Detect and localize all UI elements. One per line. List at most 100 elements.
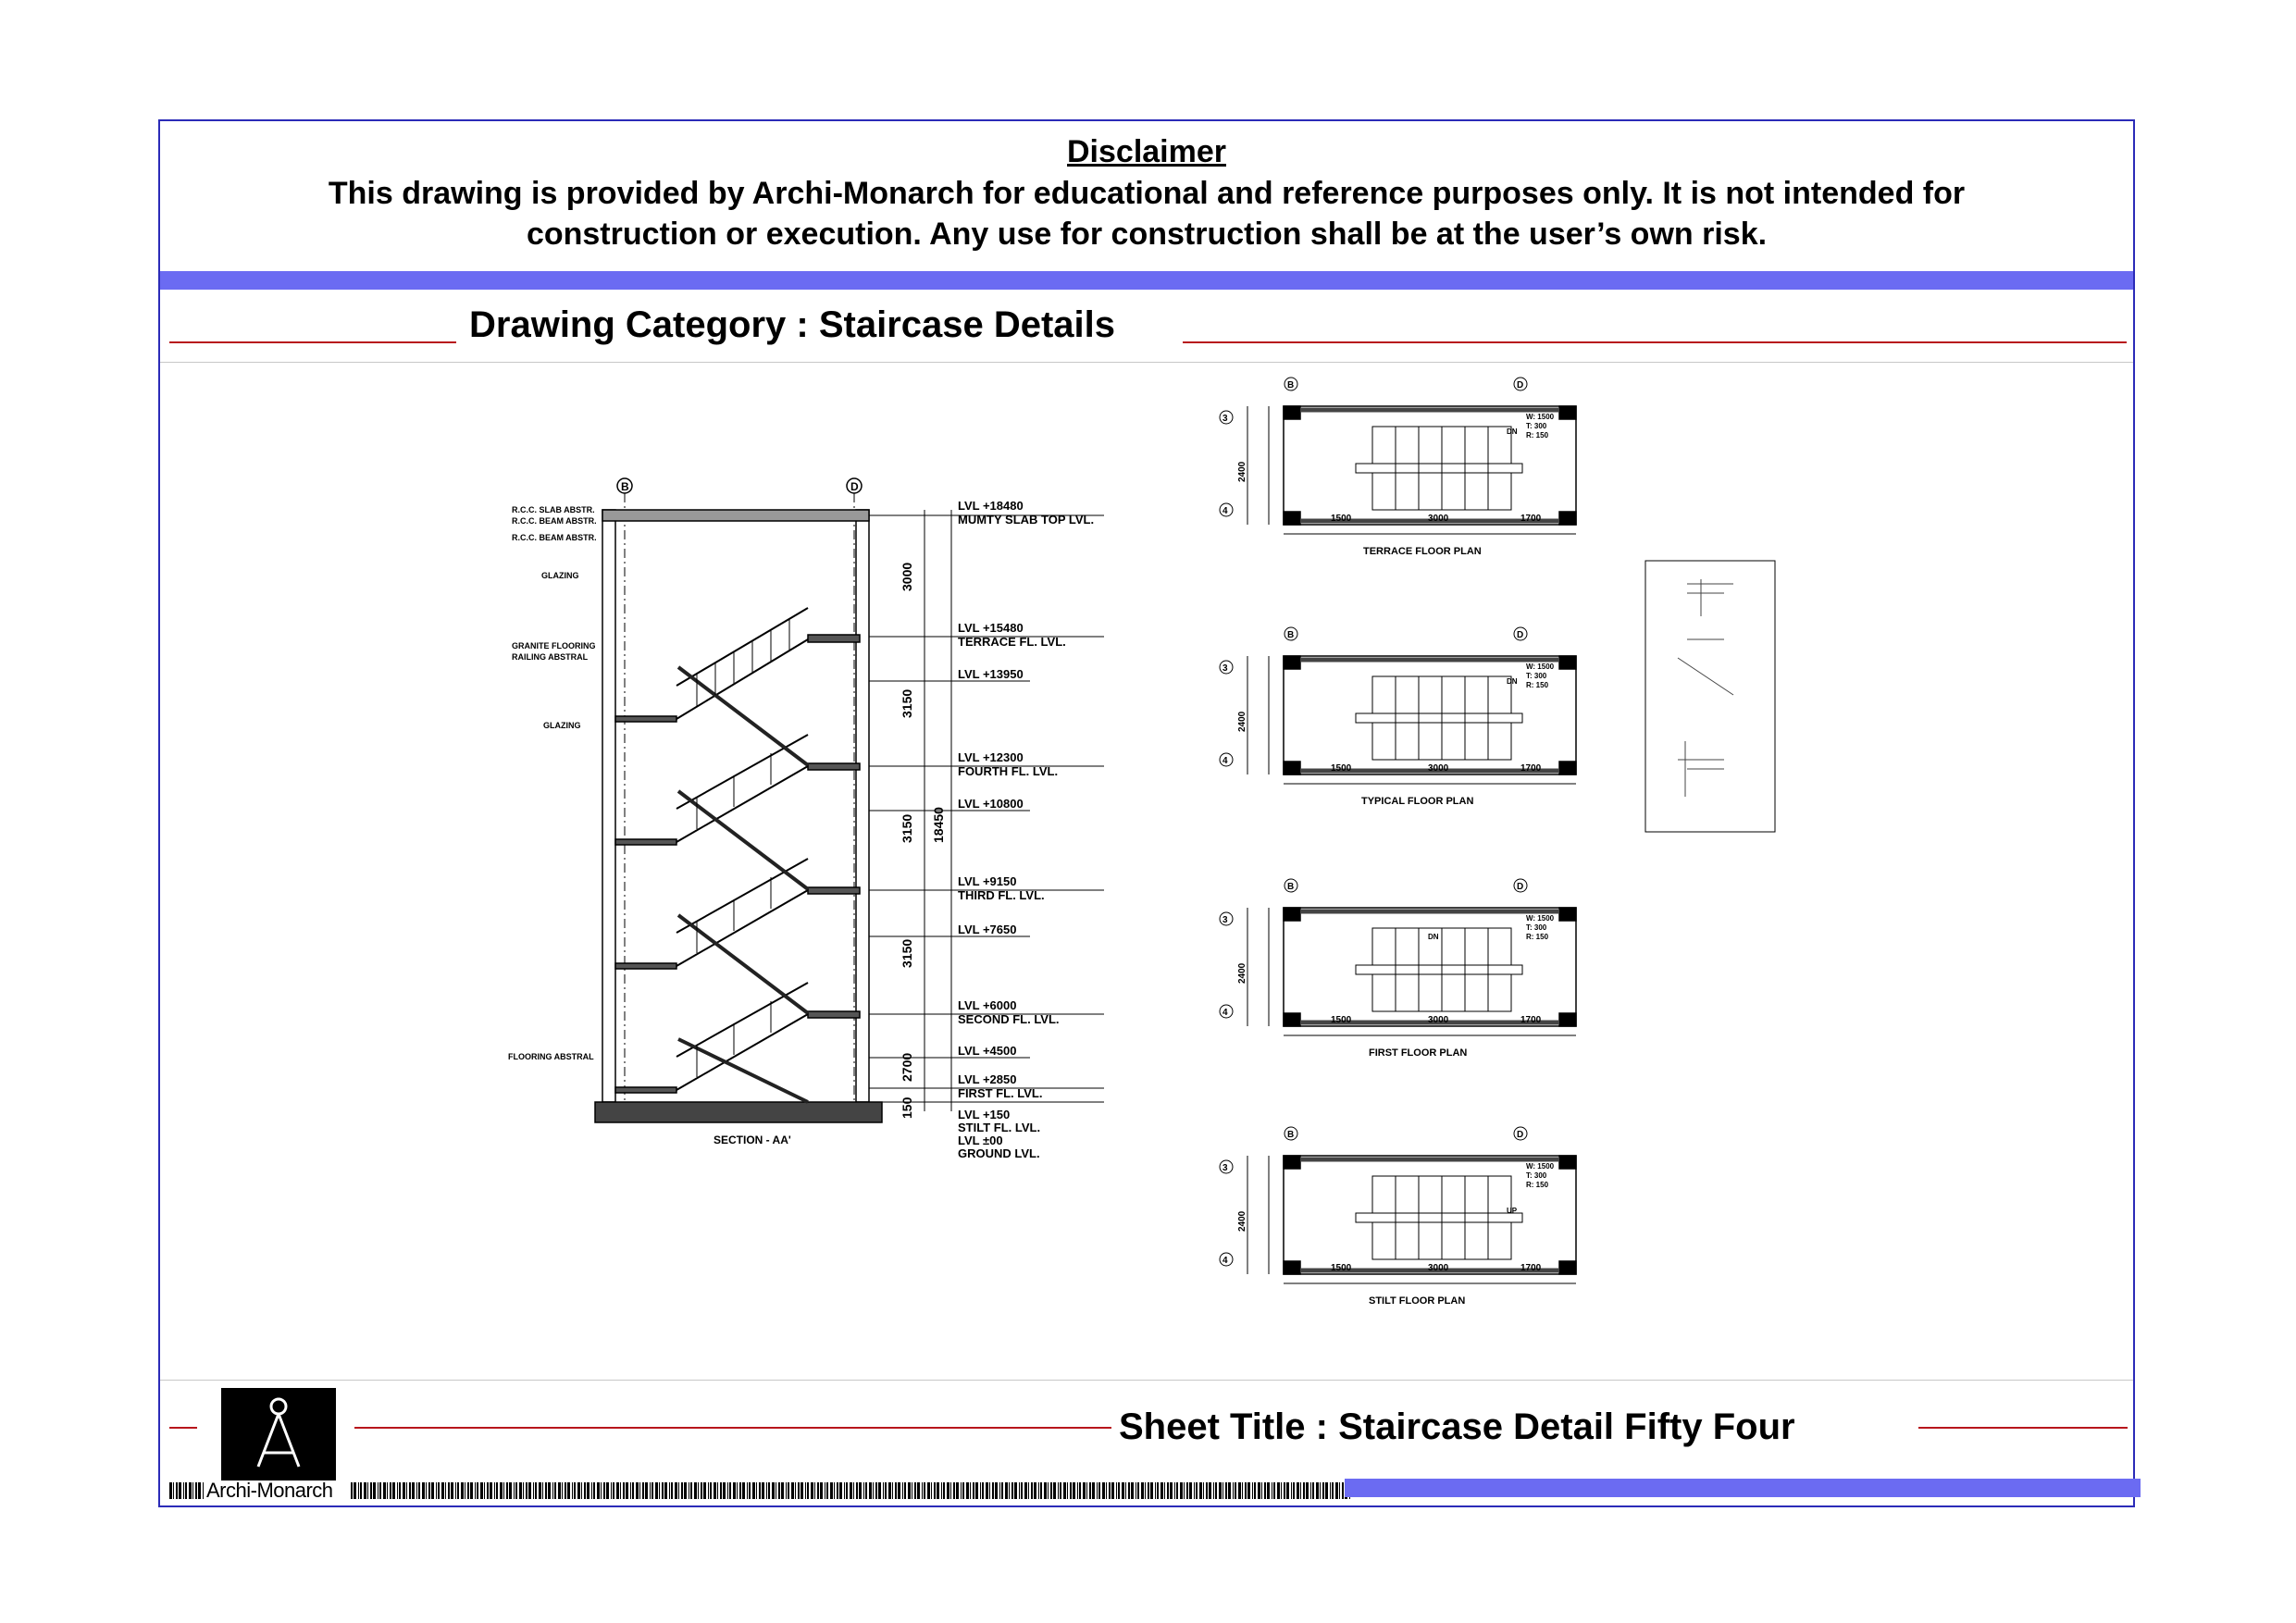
plan-dir: DN	[1507, 677, 1518, 686]
level-label: STILT FL. LVL.	[958, 1121, 1040, 1134]
level-label: LVL +150	[958, 1108, 1010, 1121]
disclaimer-line-2: construction or execution. Any use for c…	[526, 217, 1768, 252]
disclaimer-text: This drawing is provided by Archi-Monarc…	[216, 173, 2078, 254]
category-rule-right	[1183, 341, 2127, 343]
note-label: RAILING ABSTRAL	[512, 652, 589, 662]
drawing-category: Drawing Category : Staircase Details	[469, 304, 1116, 345]
plan-grid-b: B	[1287, 1130, 1294, 1140]
drawing-sheet: Disclaimer This drawing is provided by A…	[158, 119, 2141, 1508]
plan-dim: 1700	[1520, 514, 1542, 524]
level-label: FOURTH FL. LVL.	[958, 764, 1058, 778]
level-label: TERRACE FL. LVL.	[958, 635, 1066, 649]
level-label: MUMTY SLAB TOP LVL.	[958, 513, 1094, 527]
level-label: LVL +13950	[958, 667, 1024, 681]
level-label: LVL +9150	[958, 874, 1016, 888]
dim-label: 2700	[900, 1053, 914, 1082]
plan-title: TYPICAL FLOOR PLAN	[1361, 796, 1473, 807]
level-label: LVL +7650	[958, 923, 1016, 936]
plan-dim: 3000	[1428, 763, 1449, 774]
plan-dim: 2400	[1237, 962, 1247, 984]
plan-title: TERRACE FLOOR PLAN	[1363, 546, 1482, 557]
level-label: LVL +2850	[958, 1072, 1016, 1086]
section-title: SECTION - AA'	[714, 1134, 791, 1146]
dim-label: 3150	[900, 939, 914, 968]
plan-grid-3: 3	[1222, 414, 1228, 424]
level-label: LVL +15480	[958, 621, 1024, 635]
spec-r: R: 150	[1526, 1181, 1549, 1189]
archi-monarch-logo	[221, 1388, 336, 1481]
level-label: LVL +10800	[958, 797, 1024, 811]
dim-label: 3150	[900, 814, 914, 843]
plan-grid-4: 4	[1222, 756, 1228, 766]
level-label: LVL +4500	[958, 1044, 1016, 1058]
disclaimer-line-1: This drawing is provided by Archi-Monarc…	[328, 176, 1966, 211]
plan-dim: 1500	[1331, 514, 1352, 524]
plan-grid-4: 4	[1222, 506, 1228, 516]
footer-rule-left	[169, 1427, 197, 1429]
plan-grid-b: B	[1287, 882, 1294, 892]
section-labels: B D LVL +18480 MUMTY SLAB TOP LVL. LVL +…	[508, 480, 1094, 1160]
level-label: THIRD FL. LVL.	[958, 888, 1045, 902]
plan-grid-4: 4	[1222, 1256, 1228, 1266]
dim-label: 3150	[900, 689, 914, 718]
plan-dim: 1700	[1520, 1263, 1542, 1273]
plan-grid-b: B	[1287, 630, 1294, 640]
plan-dim: 3000	[1428, 514, 1449, 524]
footer: Archi-Monarch Sheet Title : Staircase De…	[160, 1380, 2141, 1508]
plan-dim: 1700	[1520, 1015, 1542, 1025]
spec-r: R: 150	[1526, 933, 1549, 941]
footer-blue-bar	[1345, 1479, 2141, 1497]
plan-dir: UP	[1507, 1207, 1518, 1215]
plan-dim: 1500	[1331, 763, 1352, 774]
cad-drawing: B D LVL +18480 MUMTY SLAB TOP LVL. LVL +…	[508, 377, 1776, 1307]
note-label: R.C.C. BEAM ABSTR.	[512, 533, 597, 542]
floor-plans	[1219, 377, 1776, 1284]
note-label: FLOORING ABSTRAL	[508, 1052, 594, 1061]
plan-grid-3: 3	[1222, 1163, 1228, 1173]
plan-dim: 1500	[1331, 1015, 1352, 1025]
footer-rule-right	[1918, 1427, 2128, 1429]
spec-w: W: 1500	[1526, 1162, 1555, 1171]
plan-grid-d: D	[1517, 630, 1523, 640]
compass-icon	[256, 1397, 301, 1468]
level-label: GROUND LVL.	[958, 1146, 1040, 1160]
level-label: FIRST FL. LVL.	[958, 1086, 1042, 1100]
dim-label: 150	[900, 1096, 914, 1119]
plan-dir: DN	[1507, 427, 1518, 436]
category-row: Drawing Category : Staircase Details	[160, 290, 2133, 363]
note-label: R.C.C. BEAM ABSTR.	[512, 516, 597, 526]
plan-title: STILT FLOOR PLAN	[1369, 1295, 1465, 1307]
plan-grid-4: 4	[1222, 1008, 1228, 1018]
plan-grid-d: D	[1517, 1130, 1523, 1140]
spec-t: T: 300	[1526, 923, 1547, 932]
plan-dim: 2400	[1237, 461, 1247, 482]
plan-dim: 2400	[1237, 1210, 1247, 1232]
note-label: GRANITE FLOORING	[512, 641, 596, 650]
plan-grid-b: B	[1287, 380, 1294, 390]
spec-r: R: 150	[1526, 681, 1549, 689]
barcode-strip	[169, 1482, 1350, 1499]
spec-t: T: 300	[1526, 672, 1547, 680]
plan-title: FIRST FLOOR PLAN	[1369, 1047, 1467, 1059]
disclaimer-title: Disclaimer	[1067, 134, 1226, 169]
note-label: GLAZING	[541, 571, 579, 580]
plan-labels: B D 3 4 B D 3 4 B D 3 4 B D 3 4 1500 300…	[1222, 380, 1555, 1307]
footer-rule-mid	[354, 1427, 1111, 1429]
plan-grid-d: D	[1517, 882, 1523, 892]
section-grid-b: B	[621, 480, 629, 493]
level-label: SECOND FL. LVL.	[958, 1012, 1060, 1026]
level-label: LVL +18480	[958, 499, 1024, 513]
note-label: R.C.C. SLAB ABSTR.	[512, 505, 595, 514]
section-drawing	[594, 477, 1104, 1123]
spec-t: T: 300	[1526, 422, 1547, 430]
top-blue-band	[160, 271, 2133, 290]
plan-dir: DN	[1428, 933, 1439, 941]
plan-grid-d: D	[1517, 380, 1523, 390]
dim-label: 18450	[931, 807, 946, 843]
logo-text: Archi-Monarch	[206, 1479, 333, 1502]
spec-r: R: 150	[1526, 431, 1549, 440]
plan-dim: 1500	[1331, 1263, 1352, 1273]
note-label: GLAZING	[543, 721, 581, 730]
category-rule-left	[169, 341, 456, 343]
sheet-title: Sheet Title : Staircase Detail Fifty Fou…	[1119, 1406, 1795, 1447]
